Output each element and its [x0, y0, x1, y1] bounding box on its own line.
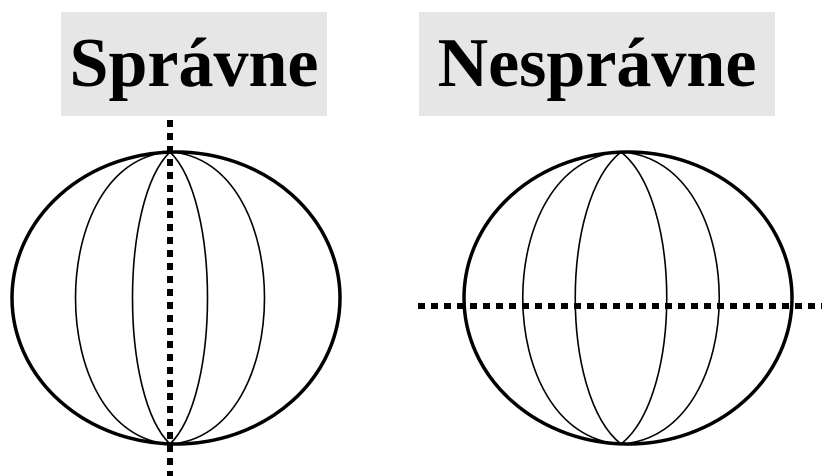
- incorrect-globe-outline: [464, 152, 792, 444]
- incorrect-globe-meridian: [523, 152, 621, 444]
- correct-globe-meridian: [133, 152, 171, 444]
- incorrect-globe: [418, 152, 822, 444]
- correct-globe: [12, 120, 340, 476]
- correct-globe-meridian: [170, 152, 208, 444]
- incorrect-globe-meridian: [621, 152, 719, 444]
- incorrect-globe-meridian: [621, 152, 667, 444]
- incorrect-globe-meridian: [575, 152, 621, 444]
- correct-globe-outline: [12, 152, 340, 444]
- correct-globe-meridian: [76, 152, 171, 444]
- correct-globe-meridian: [170, 152, 265, 444]
